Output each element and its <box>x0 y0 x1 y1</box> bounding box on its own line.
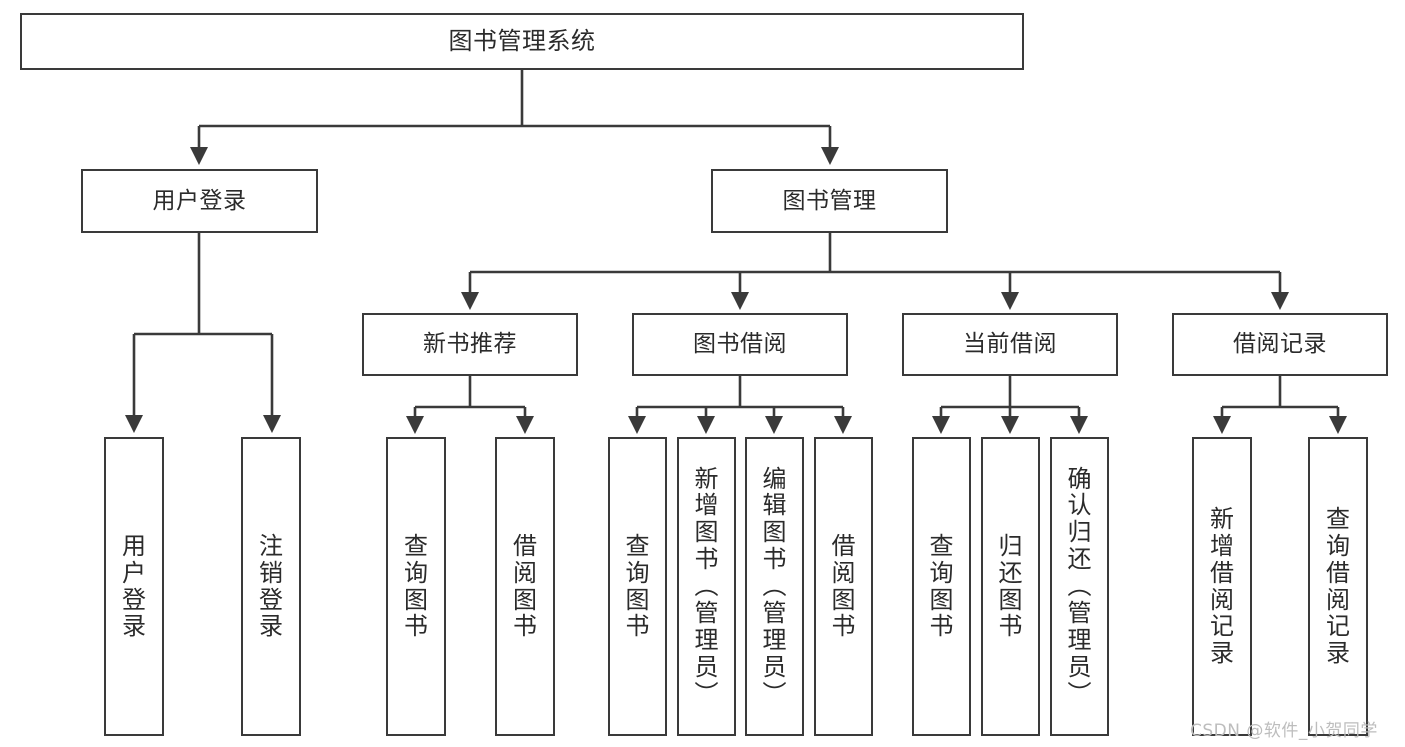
node-leaf-return-book[interactable]: 归 还 图 书 <box>981 437 1040 736</box>
node-borrow-record-label: 借阅记录 <box>1233 331 1327 358</box>
node-book-manage[interactable]: 图书管理 <box>711 169 948 233</box>
node-book-manage-label: 图书管理 <box>782 187 877 214</box>
watermark: CSDN @软件_小贺同学 <box>1190 721 1378 741</box>
node-new-book-recommend-label: 新书推荐 <box>423 331 517 358</box>
node-leaf-query-record-label: 查 询 借 阅 记 录 <box>1326 504 1350 668</box>
node-root[interactable]: 图书管理系统 <box>20 13 1024 70</box>
node-user-login[interactable]: 用户登录 <box>81 169 318 233</box>
node-leaf-confirm-return-label: 确 认 归 还 ︵ 管 理 员 ︶ <box>1067 464 1092 708</box>
node-root-label: 图书管理系统 <box>448 26 596 55</box>
node-current-borrow-label: 当前借阅 <box>963 331 1057 358</box>
node-leaf-user-login[interactable]: 用 户 登 录 <box>104 437 164 736</box>
node-leaf-query-book-1[interactable]: 查 询 图 书 <box>386 437 446 736</box>
node-leaf-logout[interactable]: 注 销 登 录 <box>241 437 301 736</box>
node-leaf-add-book[interactable]: 新 增 图 书 ︵ 管 理 员 ︶ <box>677 437 736 736</box>
node-leaf-borrow-book-1-label: 借 阅 图 书 <box>513 531 537 641</box>
node-book-borrow[interactable]: 图书借阅 <box>632 313 848 376</box>
node-borrow-record[interactable]: 借阅记录 <box>1172 313 1388 376</box>
node-book-borrow-label: 图书借阅 <box>693 331 787 358</box>
node-leaf-query-book-3[interactable]: 查 询 图 书 <box>912 437 971 736</box>
node-leaf-confirm-return[interactable]: 确 认 归 还 ︵ 管 理 员 ︶ <box>1050 437 1109 736</box>
node-leaf-add-record-label: 新 增 借 阅 记 录 <box>1210 504 1234 668</box>
node-leaf-edit-book-label: 编 辑 图 书 ︵ 管 理 员 ︶ <box>762 464 787 708</box>
node-leaf-logout-label: 注 销 登 录 <box>259 531 283 641</box>
node-user-login-label: 用户登录 <box>152 187 247 214</box>
node-leaf-edit-book[interactable]: 编 辑 图 书 ︵ 管 理 员 ︶ <box>745 437 804 736</box>
node-new-book-recommend[interactable]: 新书推荐 <box>362 313 578 376</box>
node-leaf-borrow-book-2-label: 借 阅 图 书 <box>831 531 856 641</box>
node-leaf-add-book-label: 新 增 图 书 ︵ 管 理 员 ︶ <box>694 464 719 708</box>
node-leaf-query-book-2[interactable]: 查 询 图 书 <box>608 437 667 736</box>
node-leaf-borrow-book-2[interactable]: 借 阅 图 书 <box>814 437 873 736</box>
node-leaf-query-book-1-label: 查 询 图 书 <box>404 531 428 641</box>
node-leaf-query-book-2-label: 查 询 图 书 <box>625 531 650 641</box>
node-leaf-user-login-label: 用 户 登 录 <box>122 531 146 641</box>
node-leaf-query-record[interactable]: 查 询 借 阅 记 录 <box>1308 437 1368 736</box>
node-leaf-query-book-3-label: 查 询 图 书 <box>929 531 954 641</box>
node-leaf-borrow-book-1[interactable]: 借 阅 图 书 <box>495 437 555 736</box>
node-leaf-add-record[interactable]: 新 增 借 阅 记 录 <box>1192 437 1252 736</box>
node-current-borrow[interactable]: 当前借阅 <box>902 313 1118 376</box>
node-leaf-return-book-label: 归 还 图 书 <box>998 531 1023 641</box>
